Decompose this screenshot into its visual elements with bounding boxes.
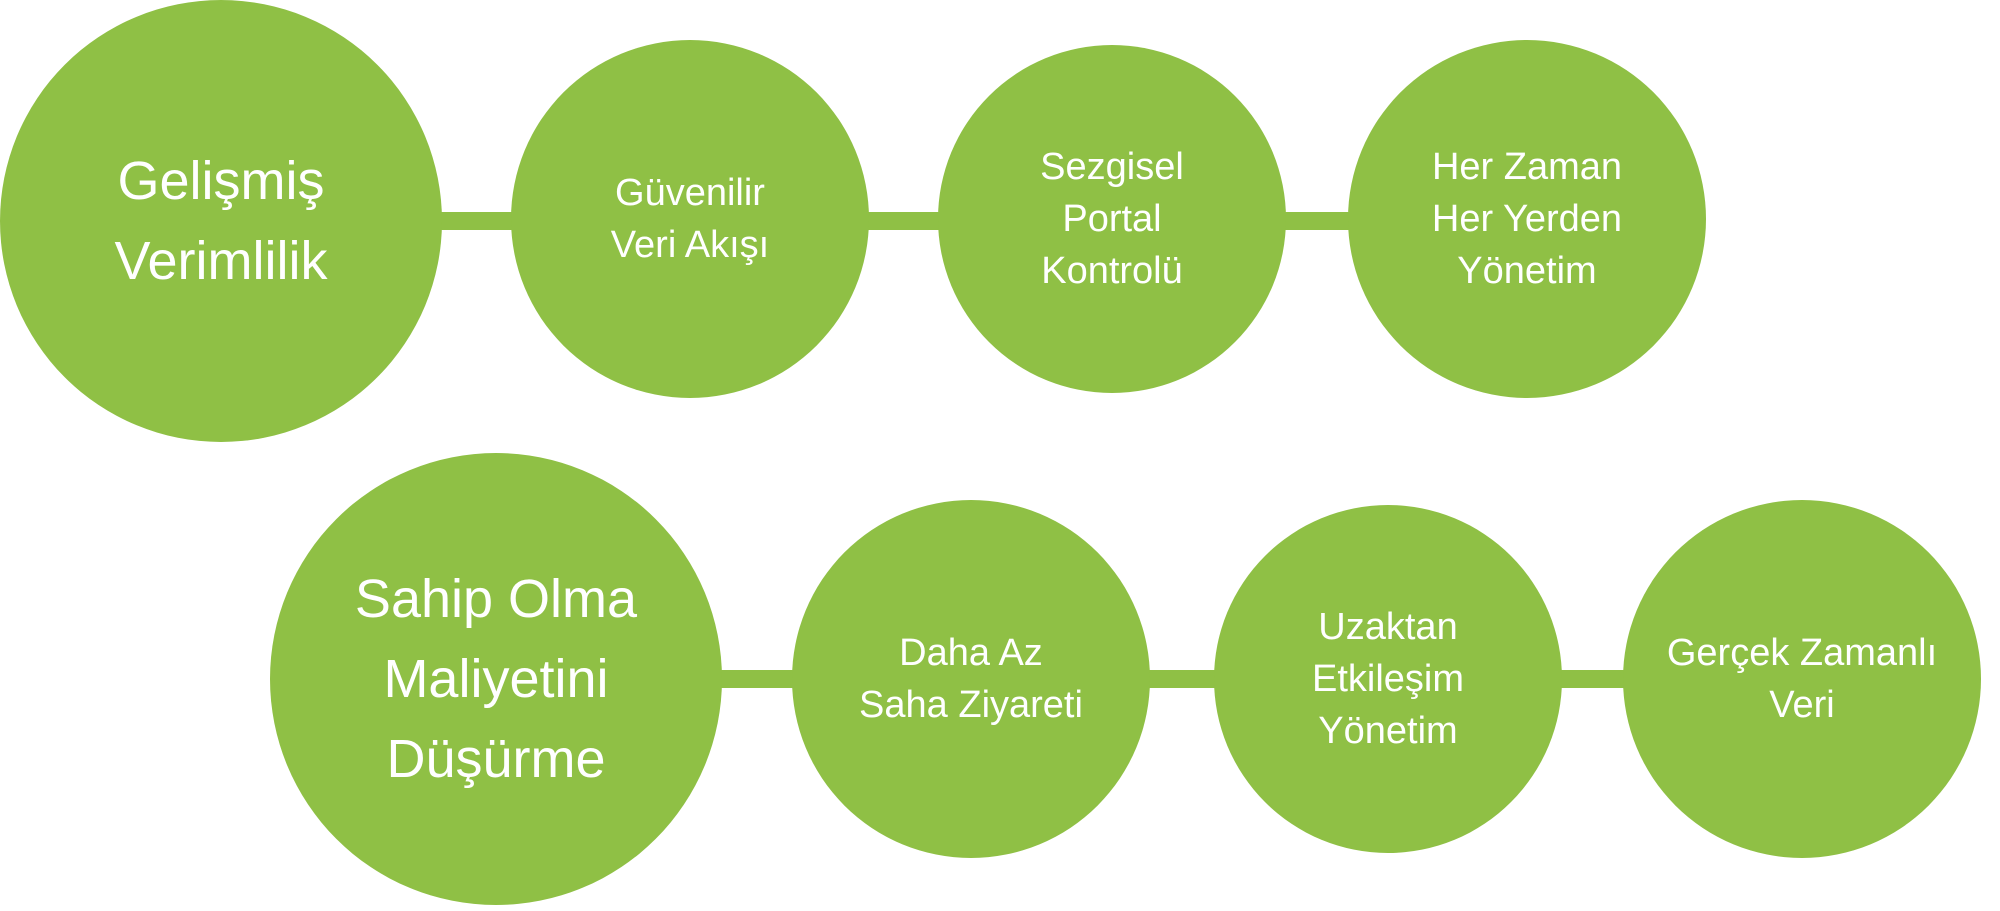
node-main-efficiency: Gelişmiş Verimlilik [0,0,442,442]
node-label: Gerçek Zamanlı Veri [1666,632,1938,726]
node-remote-interaction: Uzaktan Etkileşim Yönetim [1214,505,1562,853]
node-label: Sahip Olma Maliyetini Düşürme [354,569,638,789]
node-label: Gelişmiş Verimlilik [114,151,328,291]
node-anytime-anywhere: Her Zaman Her Yerden Yönetim [1348,40,1706,398]
node-realtime-data: Gerçek Zamanlı Veri [1623,500,1981,858]
node-intuitive-portal: Sezgisel Portal Kontrolü [938,45,1286,393]
node-label: Her Zaman Her Yerden Yönetim [1431,146,1623,292]
node-reliable-data-flow: Güvenilir Veri Akışı [511,40,869,398]
node-main-cost: Sahip Olma Maliyetini Düşürme [270,453,722,905]
node-label: Uzaktan Etkileşim Yönetim [1311,606,1465,752]
node-label: Güvenilir Veri Akışı [610,172,770,266]
node-label: Sezgisel Portal Kontrolü [1040,146,1184,292]
node-label: Daha Az Saha Ziyareti [859,632,1083,726]
node-fewer-site-visits: Daha Az Saha Ziyareti [792,500,1150,858]
